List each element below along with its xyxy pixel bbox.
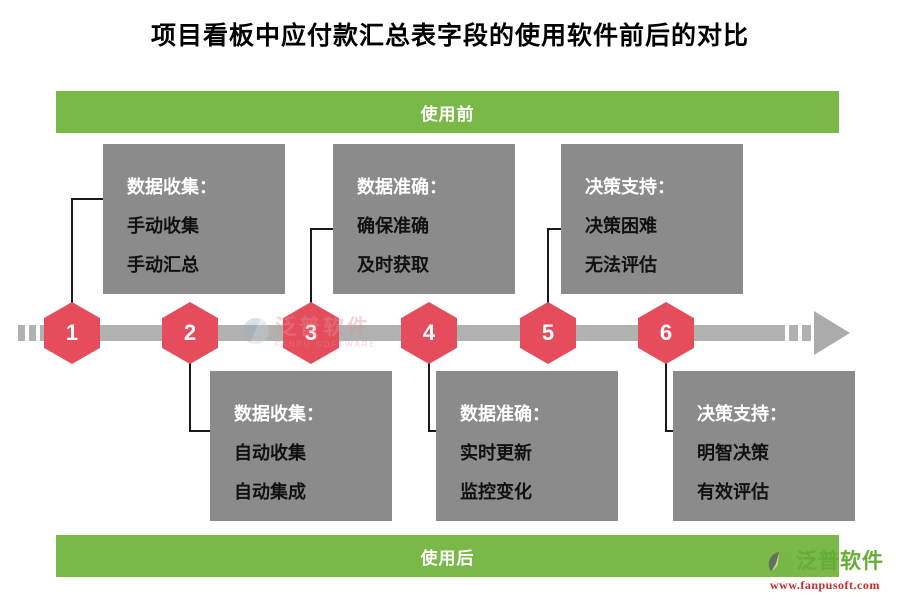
timeline-dash xyxy=(40,325,47,341)
box-heading: 数据收集： xyxy=(234,404,324,424)
connector-line xyxy=(428,430,436,432)
connector-line xyxy=(71,198,103,200)
vendor-logo: 泛普软件 xyxy=(768,549,884,577)
box-heading: 数据准确： xyxy=(460,404,550,424)
box-line: 确保准确 xyxy=(357,216,429,236)
connector-line xyxy=(428,362,430,432)
milestone-hexagon-3: 3 xyxy=(283,302,339,364)
box-heading: 决策支持： xyxy=(697,404,787,424)
timeline-arrowhead-icon xyxy=(814,311,850,355)
box-bottom-data-collection: 数据收集： 自动收集 自动集成 xyxy=(210,371,392,521)
box-heading: 数据收集： xyxy=(127,177,217,197)
milestone-number: 1 xyxy=(65,320,79,345)
box-line: 实时更新 xyxy=(460,443,532,463)
banner-after-label: 使用后 xyxy=(420,548,475,568)
box-line: 手动汇总 xyxy=(127,255,199,275)
banner-before: 使用前 xyxy=(56,91,839,133)
connector-line xyxy=(665,430,673,432)
connector-line xyxy=(189,430,210,432)
box-line: 明智决策 xyxy=(697,443,769,463)
box-line: 无法评估 xyxy=(585,255,657,275)
connector-line xyxy=(665,362,667,432)
box-line: 及时获取 xyxy=(357,255,429,275)
milestone-hexagon-4: 4 xyxy=(401,302,457,364)
box-line: 监控变化 xyxy=(460,482,532,502)
box-top-data-accuracy: 数据准确： 确保准确 及时获取 xyxy=(333,144,515,294)
box-top-data-collection: 数据收集： 手动收集 手动汇总 xyxy=(103,144,285,294)
milestone-number: 3 xyxy=(304,320,318,345)
box-line: 自动收集 xyxy=(234,443,306,463)
banner-after: 使用后 xyxy=(56,535,839,577)
milestone-hexagon-6: 6 xyxy=(638,302,694,364)
milestone-number: 2 xyxy=(183,320,197,345)
box-bottom-data-accuracy: 数据准确： 实时更新 监控变化 xyxy=(436,371,618,521)
milestone-hexagon-1: 1 xyxy=(44,302,100,364)
box-line: 手动收集 xyxy=(127,216,199,236)
connector-line xyxy=(547,228,549,304)
box-top-decision-support: 决策支持： 决策困难 无法评估 xyxy=(561,144,743,294)
connector-line xyxy=(189,362,191,432)
timeline-dash xyxy=(802,325,811,341)
box-line: 决策困难 xyxy=(585,216,657,236)
connector-line xyxy=(310,228,333,230)
milestone-number: 6 xyxy=(659,320,673,345)
vendor-logo-url: www.fanpusoft.com xyxy=(770,578,880,592)
connector-line xyxy=(547,228,561,230)
page-title: 项目看板中应付款汇总表字段的使用软件前后的对比 xyxy=(150,22,749,50)
box-heading: 数据准确： xyxy=(357,177,447,197)
milestone-number: 5 xyxy=(541,320,555,345)
vendor-logo-name: 泛普软件 xyxy=(796,550,884,573)
milestone-hexagon-5: 5 xyxy=(520,302,576,364)
connector-line xyxy=(310,228,312,304)
box-line: 自动集成 xyxy=(234,482,306,502)
box-bottom-decision-support: 决策支持： 明智决策 有效评估 xyxy=(673,371,855,521)
banner-before-label: 使用前 xyxy=(420,104,475,124)
milestone-number: 4 xyxy=(422,320,436,345)
timeline-dash xyxy=(789,325,798,341)
milestone-hexagon-2: 2 xyxy=(162,302,218,364)
connector-line xyxy=(71,198,73,304)
box-heading: 决策支持： xyxy=(585,177,675,197)
box-line: 有效评估 xyxy=(697,482,769,502)
timeline-dash xyxy=(29,325,36,341)
timeline-dash xyxy=(18,325,25,341)
vendor-logo-icon xyxy=(768,551,794,577)
